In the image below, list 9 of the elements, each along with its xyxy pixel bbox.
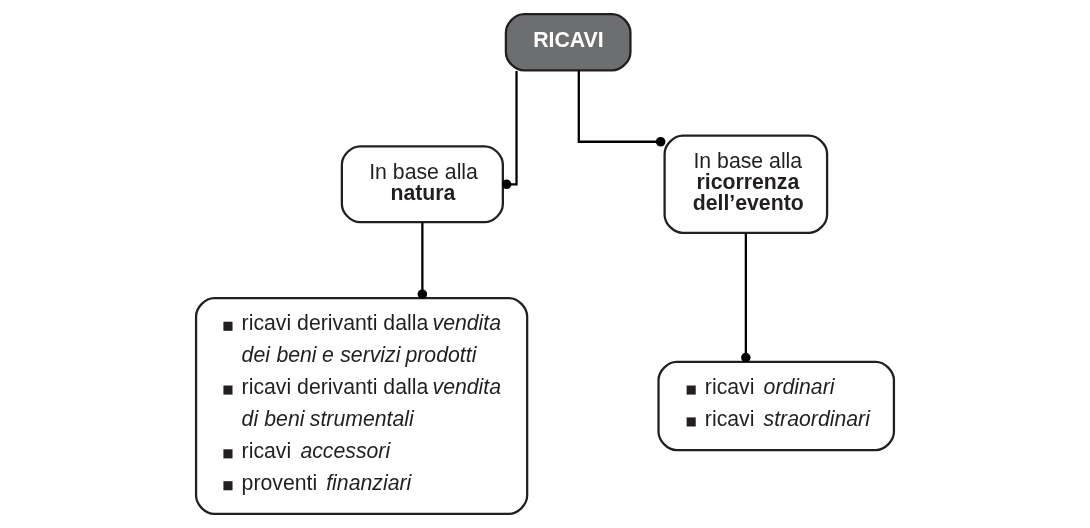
connector <box>417 222 428 299</box>
connector <box>741 232 751 363</box>
node-box: In base alla natura <box>340 145 504 224</box>
connector <box>501 71 518 190</box>
node-box: RICAVI <box>504 13 632 72</box>
node-box: ricavi ordinari ricavi straordinari <box>657 360 896 452</box>
node-box: ricavi derivanti dalla vendita dei beni e servizi prodotti ricavi derivanti dalla vendita di beni strumentali ricavi accessori proventi finanziari <box>194 297 529 515</box>
connector <box>577 70 666 147</box>
node-box: In base alla ricorrenza dell’evento <box>663 134 829 234</box>
